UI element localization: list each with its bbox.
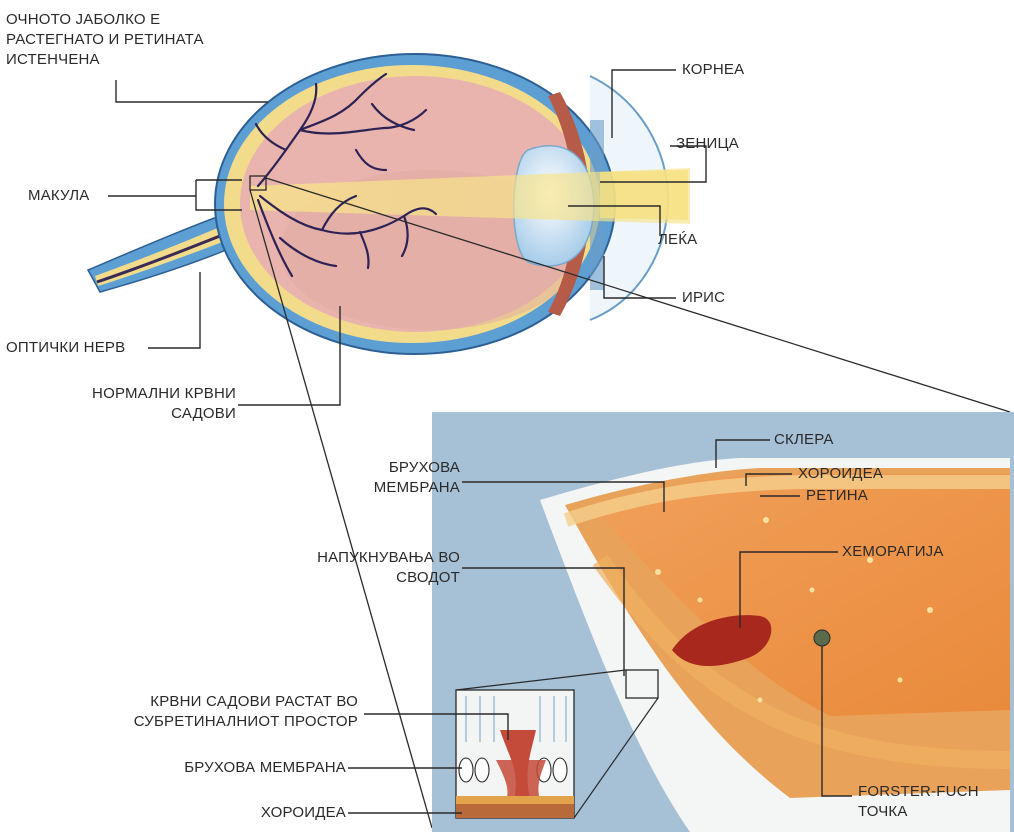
forster-fuch-spot — [814, 630, 830, 646]
label-hemorrhage: ХЕМОРАГИЈА — [842, 542, 944, 562]
label-new-vessels: КРВНИ САДОВИ РАСТАТ ВО СУБРЕТИНАЛНИОТ ПР… — [96, 692, 358, 732]
label-normal-vessels: НОРМАЛНИ КРВНИ САДОВИ — [66, 384, 236, 424]
label-macula: МАКУЛА — [28, 186, 90, 206]
inset-cross-section — [456, 690, 574, 818]
label-bruch-membrane-bottom: БРУХОВА МЕМБРАНА — [146, 758, 346, 778]
label-choroid-bottom: ХОРОИДЕА — [206, 803, 346, 823]
label-cracks: НАПУКНУВАЊА ВО СВОДОТ — [290, 548, 460, 588]
label-lens: ЛЕЌА — [658, 230, 697, 250]
label-cornea: КОРНЕА — [682, 60, 744, 80]
label-choroid-right: ХОРОИДЕА — [798, 464, 883, 484]
label-optic-nerve: ОПТИЧКИ НЕРВ — [6, 338, 125, 358]
label-retina: РЕТИНА — [806, 486, 868, 506]
label-bruch-membrane-top: БРУХОВА МЕМБРАНА — [320, 458, 460, 498]
label-sclera: СКЛЕРА — [774, 430, 834, 450]
label-iris: ИРИС — [682, 288, 725, 308]
label-pupil: ЗЕНИЦА — [676, 134, 739, 154]
label-forster-fuch: FORSTER-FUCH ТОЧКА — [858, 782, 979, 822]
label-eyeball-stretched: ОЧНОТО ЈАБОЛКО Е РАСТЕГНАТО И РЕТИНАТА И… — [6, 10, 204, 70]
eyeball — [215, 54, 690, 354]
